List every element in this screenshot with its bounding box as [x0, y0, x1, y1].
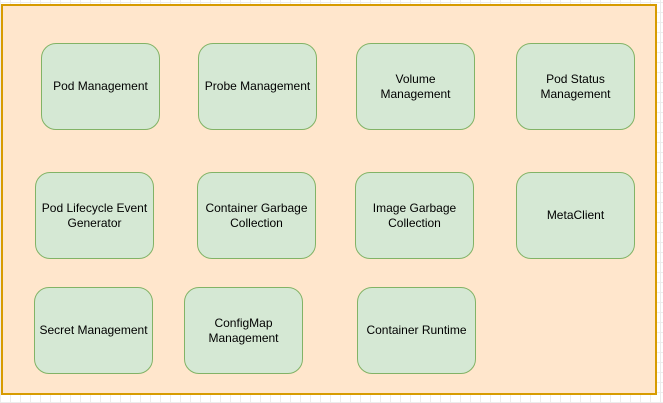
- node-pod-status-management[interactable]: Pod Status Management: [516, 43, 635, 130]
- node-label: Pod Management: [53, 79, 148, 93]
- node-label: Container Runtime: [366, 323, 467, 337]
- node-container-garbage-collection[interactable]: Container Garbage Collection: [197, 172, 316, 259]
- node-container-runtime[interactable]: Container Runtime: [357, 287, 476, 374]
- node-configmap-management[interactable]: ConfigMap Management: [184, 287, 303, 374]
- node-label: Secret Management: [39, 323, 148, 337]
- node-volume-management[interactable]: Volume Management: [356, 43, 475, 130]
- node-label: Volume Management: [380, 71, 451, 101]
- node-pod-lifecycle-event-generator[interactable]: Pod Lifecycle Event Generator: [35, 172, 154, 259]
- node-label: Container Garbage Collection: [205, 200, 308, 230]
- node-probe-management[interactable]: Probe Management: [198, 43, 317, 130]
- node-label: MetaClient: [546, 208, 605, 222]
- node-label: Image Garbage Collection: [372, 200, 457, 230]
- node-label: ConfigMap Management: [208, 315, 279, 345]
- node-label: Pod Status Management: [540, 71, 611, 101]
- container-group[interactable]: Pod Management Probe Management Volume M…: [1, 4, 657, 395]
- node-label: Pod Lifecycle Event Generator: [41, 200, 148, 230]
- node-secret-management[interactable]: Secret Management: [34, 287, 153, 374]
- node-image-garbage-collection[interactable]: Image Garbage Collection: [355, 172, 474, 259]
- node-pod-management[interactable]: Pod Management: [41, 43, 160, 130]
- node-metaclient[interactable]: MetaClient: [516, 172, 635, 259]
- node-label: Probe Management: [204, 79, 311, 93]
